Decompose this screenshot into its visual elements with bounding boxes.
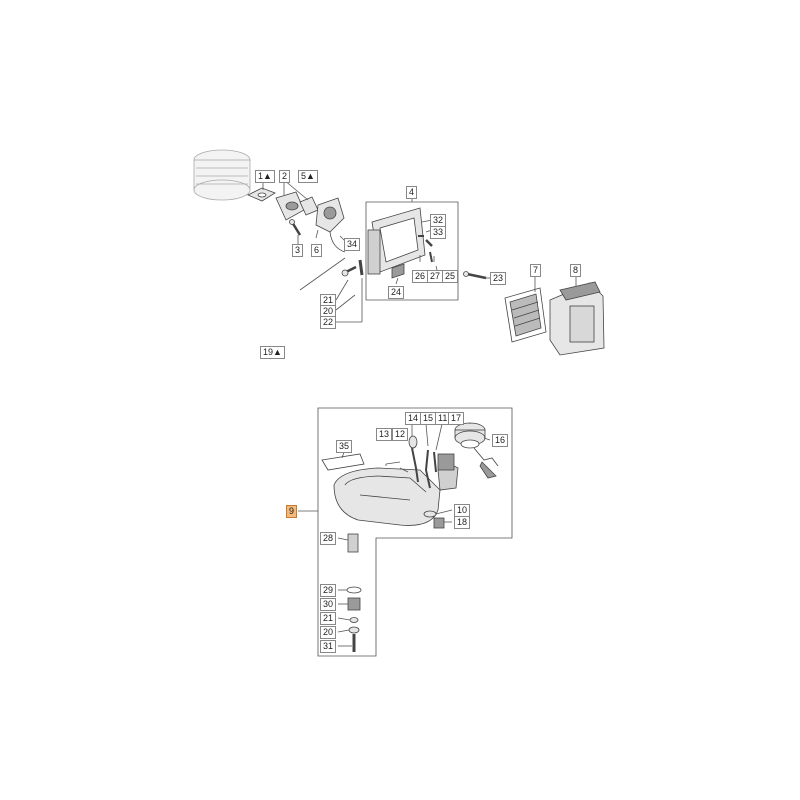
callout-30: 30 (320, 598, 337, 611)
callout-19: 19▲ (260, 346, 285, 359)
cylinder-part (193, 149, 251, 201)
fuel-hose-part (411, 447, 437, 489)
callout-2: 2 (279, 170, 291, 183)
callout-23: 23 (490, 272, 507, 285)
air-filter-base-part (367, 207, 426, 279)
callout-34: 34 (344, 238, 361, 251)
spacer-part (347, 533, 359, 553)
callout-24: 24 (388, 286, 405, 299)
callout-28: 28 (320, 532, 337, 545)
callout-26: 26 (412, 270, 429, 283)
callout-17: 17 (448, 412, 465, 425)
callout-21-lower: 21 (320, 612, 337, 625)
cap-strap-part (473, 447, 499, 479)
callout-5: 5▲ (298, 170, 318, 183)
callout-4: 4 (406, 186, 418, 199)
intake-manifold-part (275, 191, 305, 221)
callout-18: 18 (454, 516, 471, 529)
callout-1: 1▲ (255, 170, 275, 183)
callout-22: 22 (320, 316, 337, 329)
fuel-filter-part (408, 435, 418, 449)
callout-14: 14 (405, 412, 422, 425)
callout-31: 31 (320, 640, 337, 653)
callout-15: 15 (420, 412, 437, 425)
callout-3: 3 (292, 244, 304, 257)
gasket-part-1 (247, 187, 276, 202)
callout-35: 35 (336, 440, 353, 453)
callout-9-highlighted: 9 (286, 505, 298, 518)
callout-20-lower: 20 (320, 626, 337, 639)
spring-part (347, 597, 361, 611)
callout-27: 27 (427, 270, 444, 283)
gasket-part-5 (299, 196, 319, 216)
callout-7: 7 (530, 264, 542, 277)
fuel-cap-part (454, 422, 486, 449)
callout-29: 29 (320, 584, 337, 597)
callout-12: 12 (392, 428, 409, 441)
air-filter-part (504, 287, 547, 343)
callout-13: 13 (376, 428, 393, 441)
callout-25: 25 (442, 270, 459, 283)
callout-16: 16 (492, 434, 509, 447)
callout-6: 6 (311, 244, 323, 257)
callout-10: 10 (454, 504, 471, 517)
screw-part-23 (463, 271, 487, 280)
callout-33: 33 (430, 226, 447, 239)
carburetor-part (315, 197, 346, 253)
fuel-tank-part (333, 453, 459, 526)
filter-cover-part (549, 281, 605, 356)
screw-part-3 (289, 219, 302, 236)
callout-8: 8 (570, 264, 582, 277)
decal-part (321, 453, 365, 471)
